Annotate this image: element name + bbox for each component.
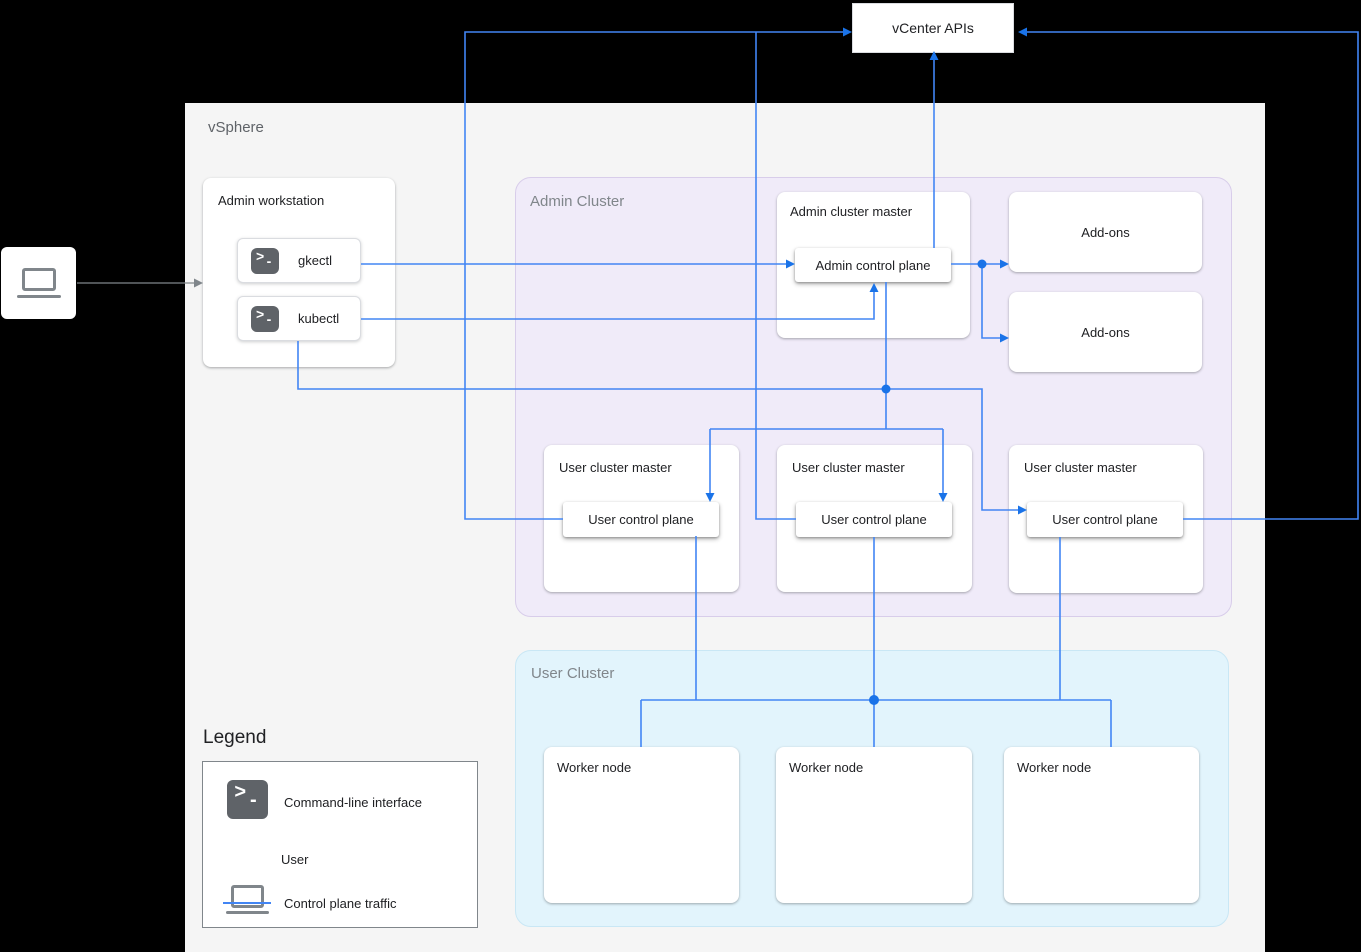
user-icon-box [1,247,76,319]
kubectl-label: kubectl [298,311,340,326]
worker-node-label: Worker node [789,760,864,775]
vcenter-apis-label: vCenter APIs [892,20,974,36]
user-cluster-master-title: User cluster master [792,460,905,475]
worker-node-card-3: Worker node [1004,747,1199,903]
admin-cluster-label: Admin Cluster [530,193,625,210]
control-plane-traffic-line [223,902,271,904]
addons-card-2: Add-ons [1009,292,1202,372]
gkectl-card: >- gkectl [237,238,361,283]
user-control-plane-label: User control plane [1052,512,1158,527]
admin-control-plane-box: Admin control plane [795,248,951,282]
worker-node-card-1: Worker node [544,747,739,903]
user-cluster-master-title: User cluster master [1024,460,1137,475]
worker-node-card-2: Worker node [776,747,972,903]
terminal-icon: >- [227,780,268,819]
laptop-base [17,295,61,298]
laptop-base [226,911,269,914]
user-control-plane-box-1: User control plane [563,502,719,537]
user-control-plane-label: User control plane [588,512,694,527]
arrowhead [843,27,852,37]
laptop-user-icon [226,885,269,914]
legend-box: >- Command-line interface User Control p… [202,761,478,928]
admin-control-plane-label: Admin control plane [815,257,931,273]
arrowhead [1018,27,1027,37]
gkectl-label: gkectl [298,253,332,268]
worker-node-label: Worker node [1017,760,1092,775]
vcenter-apis-box: vCenter APIs [852,3,1014,53]
worker-node-label: Worker node [557,760,632,775]
legend-item-label: Command-line interface [284,795,423,810]
user-control-plane-label: User control plane [821,512,927,527]
laptop-user-icon [17,268,61,298]
addons-card-1: Add-ons [1009,192,1202,272]
legend-item-label: User [281,852,309,867]
terminal-icon: >- [251,247,279,274]
legend-item-label: Control plane traffic [284,896,397,911]
laptop-screen [22,268,56,291]
legend-title: Legend [203,727,267,748]
user-cluster-label: User Cluster [531,665,615,682]
kubectl-card: >- kubectl [237,296,361,341]
user-control-plane-box-2: User control plane [796,502,952,537]
admin-workstation-title: Admin workstation [218,193,325,208]
terminal-icon: >- [251,305,279,332]
addons-label: Add-ons [1081,324,1130,340]
admin-cluster-master-title: Admin cluster master [790,204,913,219]
laptop-screen [231,885,264,908]
user-cluster-master-title: User cluster master [559,460,672,475]
user-control-plane-box-3: User control plane [1027,502,1183,537]
vsphere-label: vSphere [208,119,264,136]
addons-label: Add-ons [1081,224,1130,240]
